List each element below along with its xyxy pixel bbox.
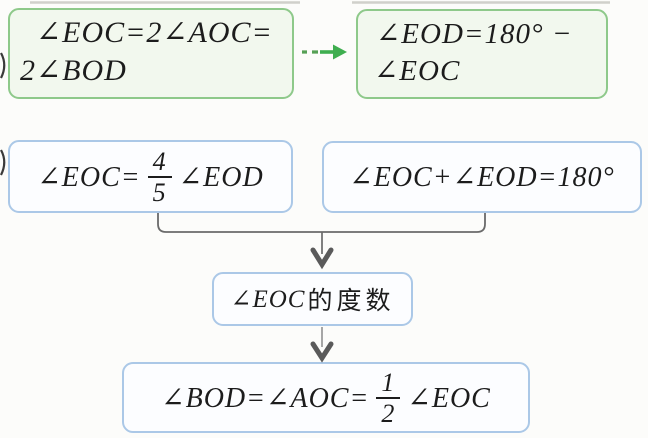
conclusion-suffix: ∠EOC [407, 382, 491, 414]
ratio-fraction-denominator: 5 [152, 177, 167, 207]
supplement-relation-line2: ∠EOC [374, 55, 461, 87]
given-relation-line2: 2∠BOD [20, 54, 127, 87]
given-relation-box: ∠EOC=2∠AOC= 2∠BOD [8, 8, 294, 99]
down-arrow-icon-1 [310, 232, 334, 270]
supplement-relation-line1: ∠EOD=180° − [376, 18, 573, 50]
cropped-left-margin-mark-top [0, 52, 6, 79]
cropped-left-margin-mark-middle [0, 149, 6, 176]
target-box: ∠EOC 的度数 [212, 272, 413, 326]
target-angle: ∠EOC [230, 286, 306, 313]
sum-relation-text: ∠EOC+∠EOD=180° [349, 162, 615, 193]
conclusion-prefix: ∠BOD=∠AOC= [161, 382, 370, 414]
ratio-relation-suffix: ∠EOD [178, 161, 264, 193]
down-arrow-icon-2 [310, 327, 334, 363]
supplement-relation-box: ∠EOD=180° − ∠EOC [356, 9, 608, 99]
conclusion-box: ∠BOD=∠AOC= 1 2 ∠EOC [122, 362, 530, 433]
conclusion-fraction: 1 2 [376, 369, 401, 428]
conclusion-fraction-numerator: 1 [376, 369, 401, 399]
merge-bracket [157, 213, 486, 233]
sum-relation-box: ∠EOC+∠EOD=180° [322, 141, 642, 213]
flow-arrow-right-icon [302, 44, 347, 60]
ratio-fraction-numerator: 4 [147, 148, 172, 178]
ratio-relation-box: ∠EOC= 4 5 ∠EOD [8, 140, 293, 213]
conclusion-fraction-denominator: 2 [381, 398, 396, 428]
given-relation-line1: ∠EOC=2∠AOC= [36, 16, 273, 49]
ratio-relation-prefix: ∠EOC= [37, 161, 141, 193]
ratio-fraction: 4 5 [147, 148, 172, 207]
target-cjk-label: 的度数 [307, 288, 395, 315]
